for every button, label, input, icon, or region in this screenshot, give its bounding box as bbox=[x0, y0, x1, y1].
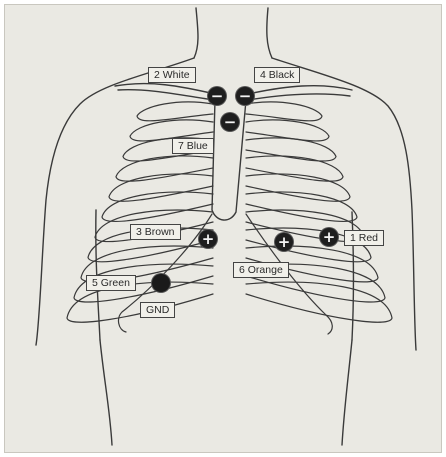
neck-left-outline bbox=[194, 8, 198, 58]
waist-right bbox=[342, 340, 352, 445]
ground-label: GND bbox=[140, 302, 175, 318]
rib-right bbox=[246, 192, 357, 221]
neck-right-outline bbox=[267, 8, 272, 58]
lead-label-red: 1 Red bbox=[344, 230, 384, 246]
waist-left bbox=[100, 340, 112, 445]
rib-left bbox=[102, 192, 213, 221]
lead-label-white: 2 White bbox=[148, 67, 196, 83]
electrode-orange-positive: + bbox=[275, 233, 293, 251]
electrode-brown-positive: + bbox=[199, 230, 217, 248]
lead-label-blue: 7 Blue bbox=[172, 138, 214, 154]
rib-left bbox=[116, 156, 213, 181]
ribcage bbox=[67, 102, 392, 334]
electrode-green-ground bbox=[152, 274, 170, 292]
electrode-black-negative: − bbox=[236, 87, 254, 105]
lead-label-brown: 3 Brown bbox=[130, 224, 181, 240]
shoulder-right-outline bbox=[272, 58, 416, 350]
lead-label-green: 5 Green bbox=[86, 275, 136, 291]
rib-left bbox=[137, 102, 213, 121]
rib-right bbox=[246, 138, 336, 161]
electrode-white-negative: − bbox=[208, 87, 226, 105]
electrode-blue-negative: − bbox=[221, 113, 239, 131]
rib-right bbox=[246, 156, 343, 181]
lead-label-black: 4 Black bbox=[254, 67, 300, 83]
clavicle-right bbox=[248, 86, 352, 94]
clavicle-right-lower bbox=[248, 94, 350, 100]
lead-label-orange: 6 Orange bbox=[233, 262, 289, 278]
rib-right bbox=[246, 102, 322, 121]
electrode-red-positive: + bbox=[320, 228, 338, 246]
